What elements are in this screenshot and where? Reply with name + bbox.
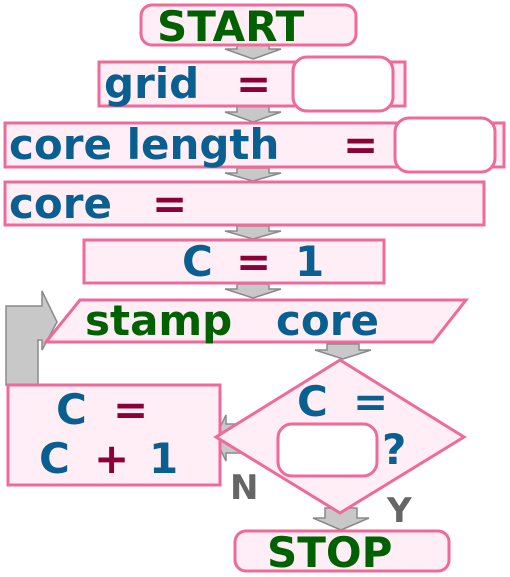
init-value: 1 (295, 237, 325, 286)
decision-question-mark: ? (382, 425, 407, 474)
stamp-command: stamp (85, 296, 233, 345)
increment-line1-equals: = (113, 385, 149, 434)
core-equals: = (152, 179, 188, 228)
decision-input-slot[interactable] (276, 422, 379, 478)
core-box (3, 180, 486, 227)
arrow-core-length-to-core (224, 167, 282, 182)
core-length-variable: core length (9, 120, 280, 169)
decision-variable: C (297, 377, 328, 426)
grid-input-slot[interactable] (291, 55, 395, 113)
stop-label: STOP (267, 528, 393, 577)
stop-terminal (233, 529, 451, 573)
arrow-init-to-stamp (224, 283, 282, 299)
init-box (82, 238, 386, 285)
arrow-stamp-to-decision (314, 343, 372, 360)
increment-line2-plus: + (94, 434, 130, 483)
increment-line2-variable: C (39, 434, 70, 483)
increment-line1-variable: C (56, 385, 87, 434)
core-variable: core (9, 179, 112, 228)
init-equals: = (236, 237, 272, 286)
start-terminal (139, 3, 358, 47)
arrow-decision-to-stop (312, 507, 370, 531)
increment-line2-value: 1 (149, 434, 179, 483)
core-length-equals: = (343, 120, 379, 169)
no-branch-label: N (230, 468, 259, 508)
core-length-input-slot[interactable] (393, 116, 497, 174)
decision-equals: = (353, 377, 389, 426)
stamp-parallelogram (42, 298, 470, 344)
increment-box (6, 383, 222, 487)
grid-equals: = (236, 59, 272, 108)
init-variable: C (182, 237, 213, 286)
yes-branch-label: Y (387, 491, 412, 531)
stamp-argument: core (276, 296, 379, 345)
grid-variable: grid (104, 59, 200, 108)
start-label: START (157, 2, 305, 51)
arrow-core-to-init (224, 225, 282, 240)
